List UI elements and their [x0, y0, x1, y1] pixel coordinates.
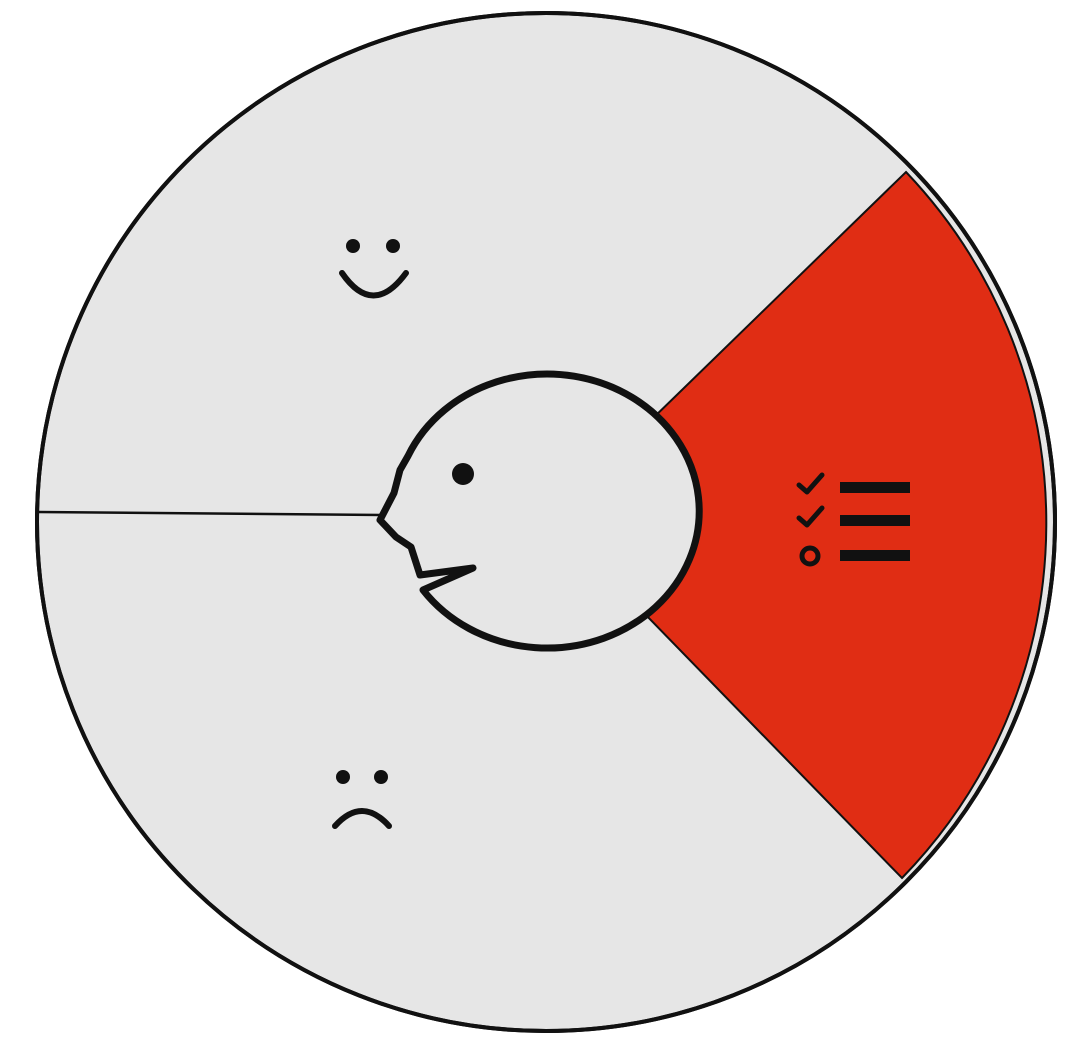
sentiment-wheel: [0, 0, 1076, 1038]
